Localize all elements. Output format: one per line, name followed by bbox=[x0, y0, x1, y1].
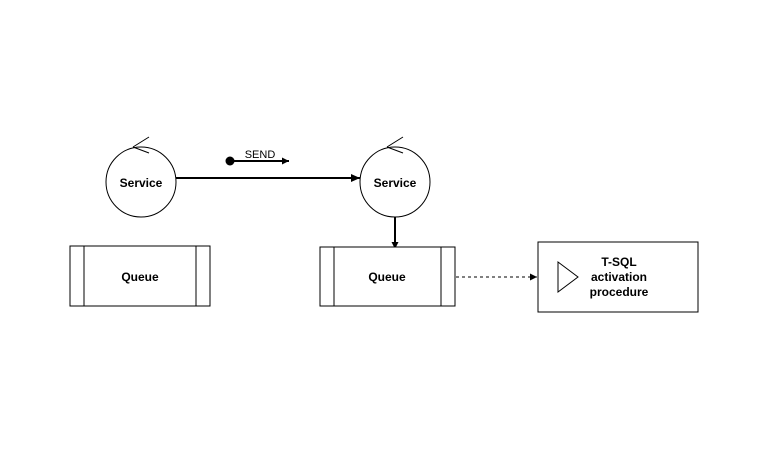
right-service-label: Service bbox=[374, 176, 417, 190]
activation-line-1: T-SQL bbox=[601, 255, 636, 269]
activation-line-2: activation bbox=[591, 270, 647, 284]
right-queue-label: Queue bbox=[368, 270, 406, 284]
send-label: SEND bbox=[245, 149, 276, 161]
send-message-arrow: SEND bbox=[225, 149, 289, 166]
activation-procedure-node: T-SQL activation procedure bbox=[537, 241, 699, 313]
left-service-label: Service bbox=[120, 176, 163, 190]
right-queue-node: Queue bbox=[319, 246, 456, 307]
right-service-node: Service bbox=[359, 136, 431, 218]
left-queue-label: Queue bbox=[121, 270, 159, 284]
left-service-node: Service bbox=[105, 136, 177, 218]
left-queue-node: Queue bbox=[69, 245, 211, 307]
activation-line-3: procedure bbox=[590, 285, 649, 299]
play-icon bbox=[557, 261, 579, 293]
